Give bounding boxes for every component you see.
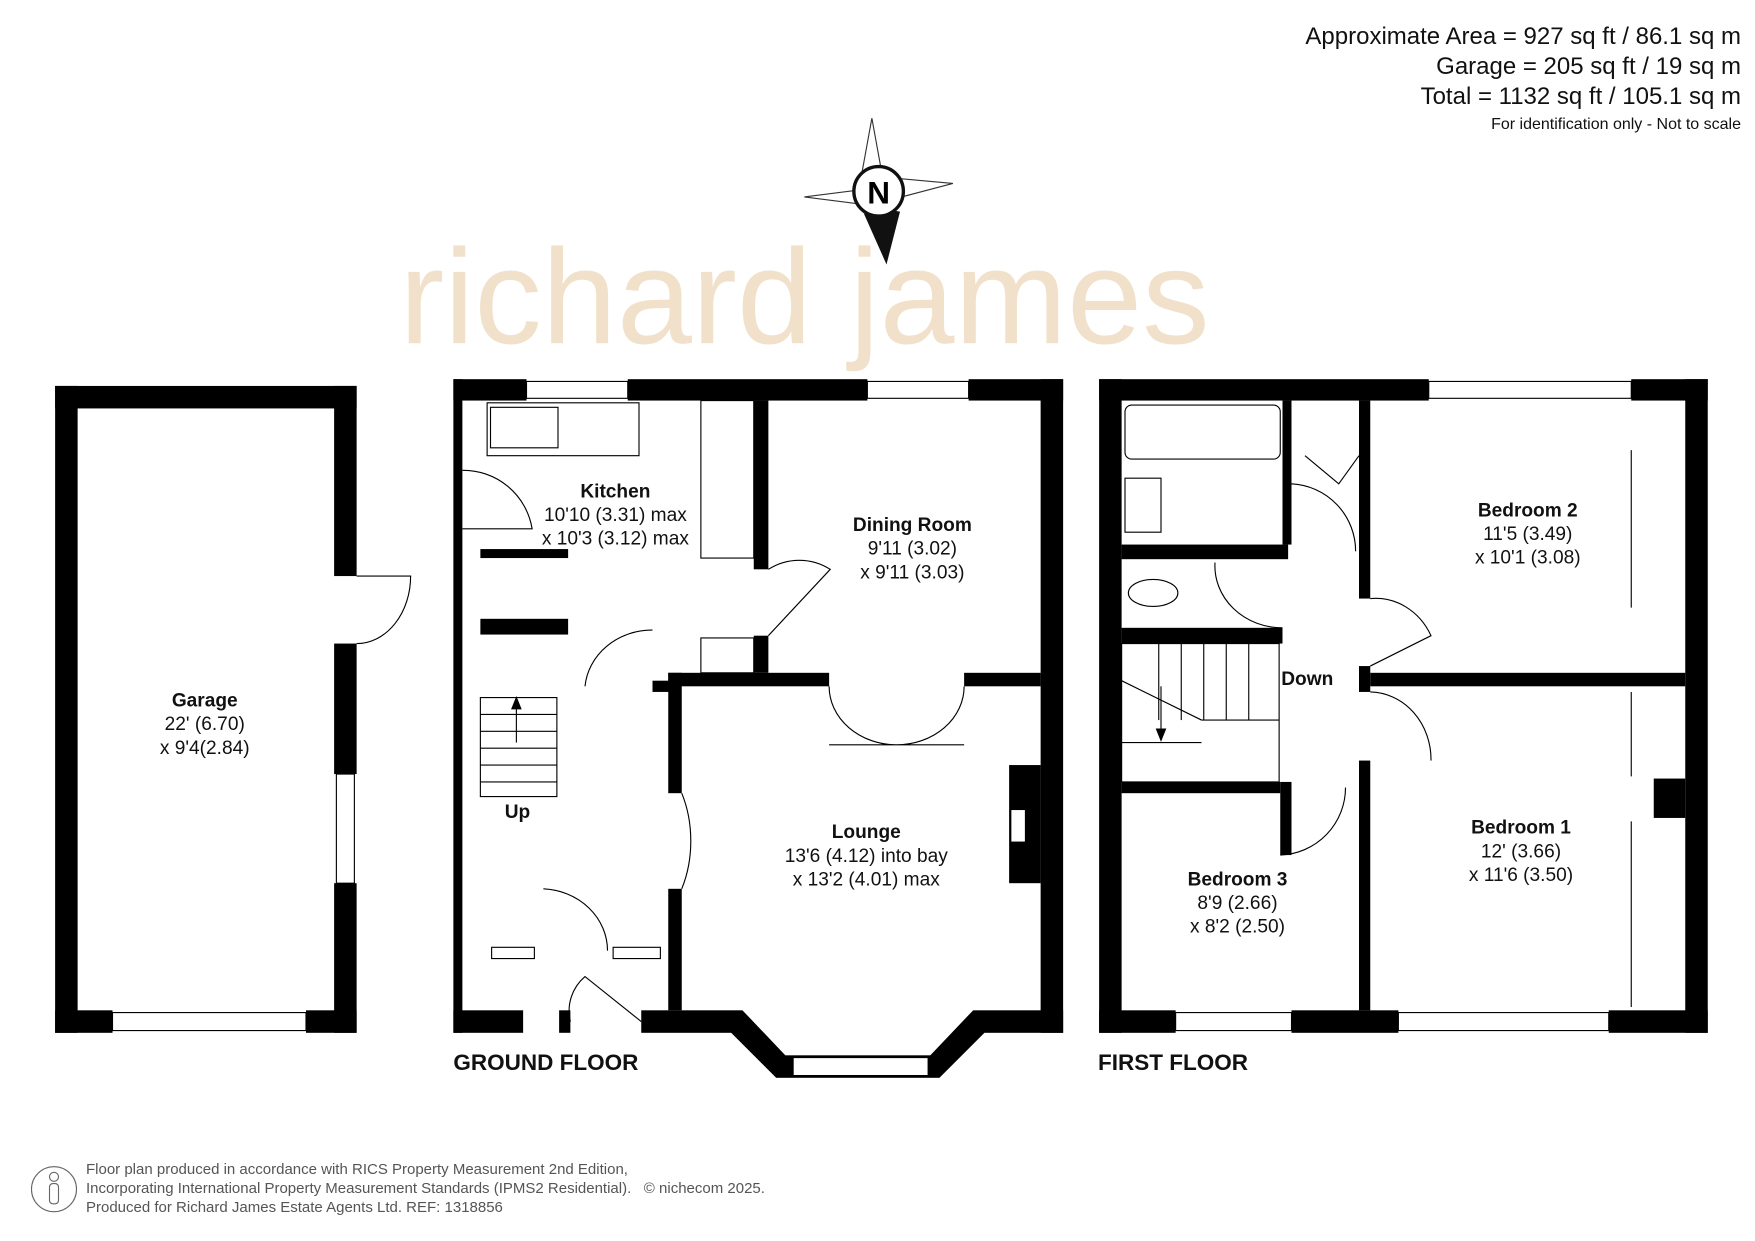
dining-window — [866, 380, 970, 399]
approximate-area: Approximate Area = 927 sq ft / 86.1 sq m — [1305, 23, 1741, 50]
room-dimension: x 11'6 (3.50) — [1469, 865, 1573, 886]
first-floor-title: FIRST FLOOR — [1098, 1050, 1248, 1075]
area-summary: Approximate Area = 927 sq ft / 86.1 sq m… — [1305, 22, 1741, 138]
footer-line-1: Floor plan produced in accordance with R… — [86, 1161, 628, 1178]
room-bedroom-1: Bedroom 1 12' (3.66) x 11'6 (3.50) — [1469, 818, 1573, 886]
room-dimension: 9'11 (3.02) — [868, 539, 957, 560]
room-kitchen: Kitchen 10'10 (3.31) max x 10'3 (3.12) m… — [542, 481, 689, 549]
room-name: Kitchen — [580, 481, 650, 502]
total-area: Total = 1132 sq ft / 105.1 sq m — [1420, 83, 1741, 110]
room-name: Lounge — [832, 822, 901, 843]
footer: Floor plan produced in accordance with R… — [86, 1160, 765, 1217]
scale-note: For identification only - Not to scale — [1491, 116, 1741, 133]
room-dimension: x 8'2 (2.50) — [1190, 917, 1285, 938]
kitchen-unit — [700, 400, 755, 559]
room-dimension: 8'9 (2.66) — [1197, 893, 1277, 914]
hall-window-right — [612, 946, 661, 960]
room-name: Bedroom 2 — [1478, 500, 1578, 521]
room-name: Bedroom 3 — [1188, 869, 1288, 890]
room-name: Garage — [172, 691, 238, 712]
basin-icon — [1124, 477, 1162, 533]
garage-window — [335, 773, 355, 884]
ground-floor-walls — [453, 379, 1064, 1078]
bedroom3-window — [1175, 1012, 1293, 1032]
footer-line-2: Incorporating International Property Mea… — [86, 1180, 632, 1197]
staircase-ground — [479, 696, 558, 798]
compass-north-label: N — [867, 175, 890, 211]
sink-icon — [489, 406, 559, 449]
room-name: Bedroom 1 — [1471, 818, 1571, 839]
garage-side-door — [356, 575, 412, 645]
room-garage: Garage 22' (6.70) x 9'4(2.84) — [160, 691, 250, 759]
room-dimension: x 9'11 (3.03) — [860, 562, 964, 583]
toilet-icon — [1127, 578, 1179, 607]
ground-floor-title: GROUND FLOOR — [453, 1050, 638, 1075]
compass-icon: N — [804, 118, 954, 265]
first-floor-walls — [1099, 379, 1708, 1033]
staircase-first — [1121, 643, 1280, 783]
cupboard — [700, 637, 755, 674]
room-dimension: 13'6 (4.12) into bay — [785, 846, 948, 867]
room-dimension: x 9'4(2.84) — [160, 738, 250, 759]
room-dimension: 22' (6.70) — [165, 714, 245, 735]
first-floor-doors — [1214, 450, 1632, 1007]
stairs-up-label: Up — [505, 802, 530, 823]
room-dining: Dining Room 9'11 (3.02) x 9'11 (3.03) — [853, 515, 972, 583]
room-name: Dining Room — [853, 515, 972, 536]
person-icon — [30, 1166, 78, 1213]
kitchen-window — [525, 380, 629, 399]
room-dimension: x 10'3 (3.12) max — [542, 529, 689, 550]
room-dimension: 10'10 (3.31) max — [544, 505, 687, 526]
room-dimension: 11'5 (3.49) — [1483, 524, 1572, 545]
room-dimension: 12' (3.66) — [1481, 841, 1561, 862]
room-dimension: x 13'2 (4.01) max — [793, 869, 940, 890]
room-bedroom-2: Bedroom 2 11'5 (3.49) x 10'1 (3.08) — [1475, 500, 1581, 568]
ground-doors — [462, 469, 965, 1023]
garage-area: Garage = 205 sq ft / 19 sq m — [1436, 53, 1741, 80]
watermark: richard james — [399, 221, 1209, 372]
room-bedroom-3: Bedroom 3 8'9 (2.66) x 8'2 (2.50) — [1188, 869, 1288, 937]
room-dimension: x 10'1 (3.08) — [1475, 548, 1581, 569]
room-lounge: Lounge 13'6 (4.12) into bay x 13'2 (4.01… — [785, 822, 948, 890]
garage-door — [111, 1012, 307, 1032]
bay-window — [792, 1057, 929, 1077]
hall-window-left — [491, 946, 535, 960]
garage-walls — [55, 385, 357, 1033]
copyright: © nichecom 2025. — [643, 1180, 765, 1197]
footer-line-3: Produced for Richard James Estate Agents… — [86, 1199, 503, 1216]
stairs-down-label: Down — [1281, 669, 1333, 690]
bath-icon — [1124, 404, 1281, 460]
bedroom1-window — [1397, 1012, 1610, 1032]
fireplace — [1011, 810, 1025, 842]
bedroom2-window — [1428, 380, 1632, 399]
